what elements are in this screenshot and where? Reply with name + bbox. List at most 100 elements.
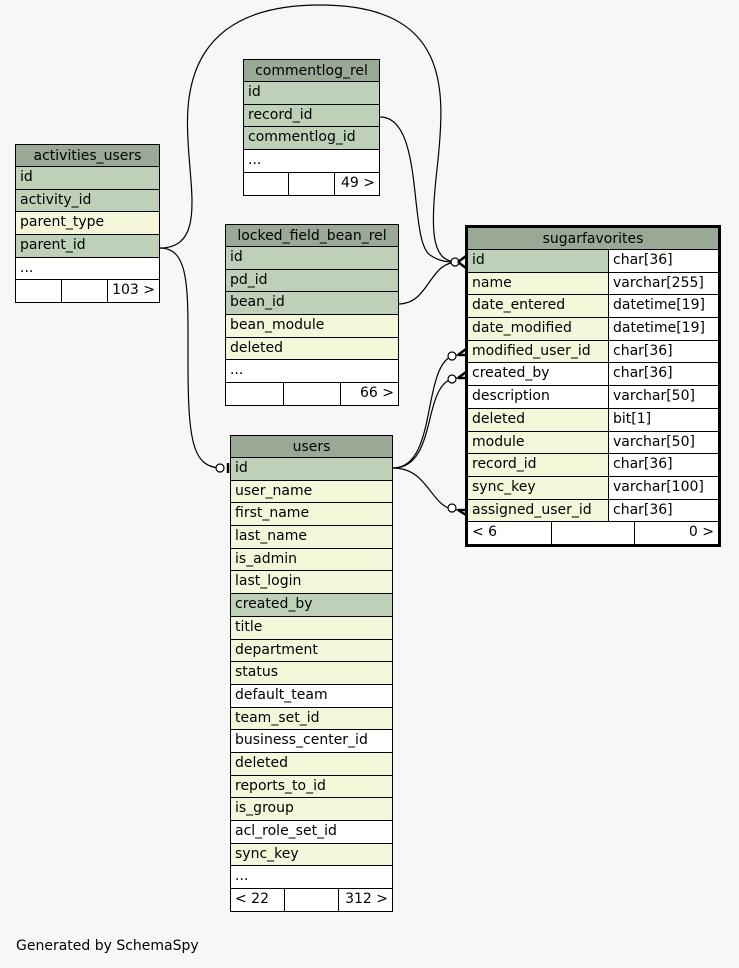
column-name: created_by — [472, 365, 550, 382]
table-row[interactable]: id — [231, 458, 392, 481]
table-row[interactable]: date_entered datetime[19] — [468, 295, 718, 319]
table-row[interactable]: ... — [244, 150, 379, 173]
table-row[interactable]: id — [16, 167, 159, 190]
column-type: bit[1] — [608, 408, 718, 431]
table-row[interactable]: bean_id — [226, 292, 398, 316]
link-locked-to-sugarfavorites — [397, 261, 459, 305]
column-name: ... — [20, 259, 34, 276]
column-type: char[36] — [608, 340, 718, 363]
parents-count[interactable]: < 22 — [231, 889, 285, 912]
column-type: datetime[19] — [608, 318, 718, 340]
children-count[interactable]: 103 > — [112, 282, 155, 299]
table-row[interactable]: ... — [16, 257, 159, 281]
table-row[interactable]: id — [244, 82, 379, 105]
column-name: id — [235, 460, 248, 476]
table-row[interactable]: title — [231, 616, 392, 640]
table-row[interactable]: default_team — [231, 684, 392, 708]
crowfoot-icon — [457, 261, 467, 269]
table-row[interactable]: sync_key — [231, 843, 392, 867]
table-row[interactable]: ... — [231, 866, 392, 890]
table-row[interactable]: status — [231, 662, 392, 685]
table-row[interactable]: parent_type — [16, 212, 159, 236]
table-row[interactable]: is_group — [231, 798, 392, 821]
table-row[interactable]: deleted bit[1] — [468, 408, 718, 432]
column-name: parent_type — [20, 214, 105, 231]
children-count[interactable]: 66 > — [360, 385, 395, 402]
column-name: parent_id — [20, 237, 86, 254]
table-row[interactable]: bean_module — [226, 315, 398, 338]
column-name: ... — [248, 152, 262, 169]
column-name: date_entered — [472, 297, 566, 314]
table-row[interactable]: last_login — [231, 571, 392, 595]
table-row[interactable]: id — [226, 247, 398, 270]
column-name: module — [472, 433, 525, 450]
table-row[interactable]: pd_id — [226, 269, 398, 293]
parents-count[interactable]: < 6 — [468, 522, 552, 545]
column-name: sync_key — [472, 478, 536, 495]
children-count[interactable]: 49 > — [340, 174, 375, 191]
column-name: last_login — [235, 573, 302, 590]
table-row[interactable]: last_name — [231, 526, 392, 549]
column-name: bean_id — [230, 294, 285, 311]
table-row[interactable]: deleted — [226, 337, 398, 361]
table-row[interactable]: business_center_id — [231, 730, 392, 753]
table-row[interactable]: department — [231, 639, 392, 663]
table-row[interactable]: modified_user_id char[36] — [468, 340, 718, 364]
column-type: datetime[19] — [608, 295, 718, 318]
table-row[interactable]: created_by — [231, 594, 392, 617]
cardinality-circle-icon — [447, 351, 457, 361]
children-count[interactable]: 0 > — [688, 524, 715, 541]
table-title[interactable]: sugarfavorites — [468, 228, 718, 250]
parents-count[interactable] — [16, 280, 63, 303]
table-row[interactable]: user_name — [231, 480, 392, 504]
column-name: first_name — [235, 505, 310, 522]
column-name: commentlog_id — [248, 129, 356, 146]
column-name: name — [472, 274, 512, 291]
table-footer: 103 > — [16, 280, 159, 303]
table-row[interactable]: parent_id — [16, 235, 159, 258]
table-row[interactable]: commentlog_id — [244, 127, 379, 151]
table-row[interactable]: record_id — [244, 104, 379, 128]
table-row[interactable]: first_name — [231, 503, 392, 527]
table-title[interactable]: activities_users — [16, 145, 159, 167]
column-name: bean_module — [230, 317, 325, 334]
footer-spacer — [284, 383, 342, 406]
column-name: activity_id — [20, 191, 92, 208]
column-name: modified_user_id — [472, 342, 591, 359]
parents-count[interactable] — [226, 383, 284, 406]
table-row[interactable]: team_set_id — [231, 707, 392, 731]
table-row[interactable]: activity_id — [16, 189, 159, 213]
column-name: title — [235, 618, 263, 635]
parents-count[interactable] — [244, 172, 290, 195]
children-count[interactable]: 312 > — [345, 891, 388, 908]
table-title[interactable]: commentlog_rel — [244, 60, 379, 82]
link-users-to-assigned-user — [392, 467, 459, 511]
table-row[interactable]: ... — [226, 360, 398, 384]
table-title[interactable]: locked_field_bean_rel — [226, 225, 398, 247]
cardinality-circle-icon — [447, 374, 457, 384]
table-row[interactable]: reports_to_id — [231, 775, 392, 799]
table-title[interactable]: users — [231, 436, 392, 458]
column-name: deleted — [230, 339, 283, 356]
table-row[interactable]: deleted — [231, 752, 392, 776]
column-name: deleted — [235, 754, 288, 771]
cardinality-circle-icon — [215, 463, 225, 473]
column-name: business_center_id — [235, 732, 368, 749]
table-row[interactable]: is_admin — [231, 548, 392, 572]
table-row[interactable]: acl_role_set_id — [231, 821, 392, 844]
column-name: deleted — [472, 410, 525, 427]
